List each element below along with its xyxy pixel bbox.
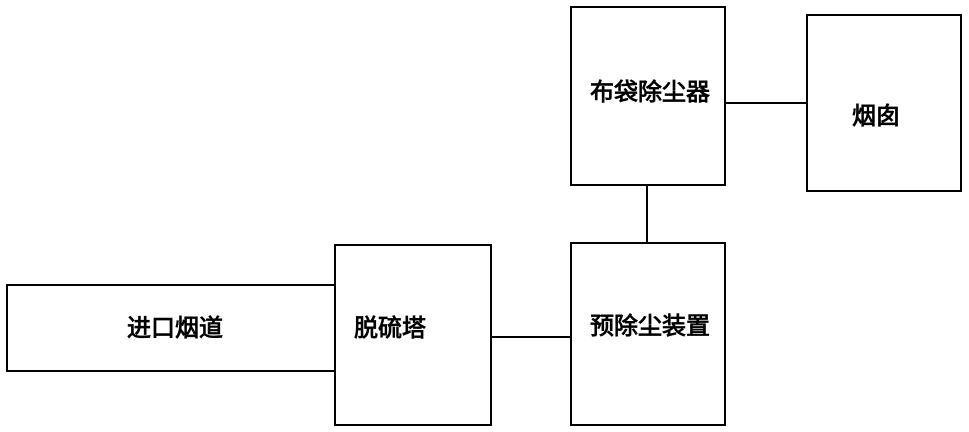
desulfurization-tower-label: 脱硫塔 xyxy=(354,308,426,348)
pre-dust-removal-node: 预除尘装置 xyxy=(570,242,726,426)
chimney-node: 烟囱 xyxy=(806,14,962,192)
bag-filter-node: 布袋除尘器 xyxy=(570,6,726,186)
pre-dust-removal-label: 预除尘装置 xyxy=(590,306,710,346)
chimney-label: 烟囱 xyxy=(852,96,900,136)
desulfurization-tower-node: 脱硫塔 xyxy=(334,244,492,426)
inlet-flue-node: 进口烟道 xyxy=(6,284,338,372)
bag-filter-label: 布袋除尘器 xyxy=(590,72,710,112)
inlet-flue-label: 进口烟道 xyxy=(8,308,336,348)
